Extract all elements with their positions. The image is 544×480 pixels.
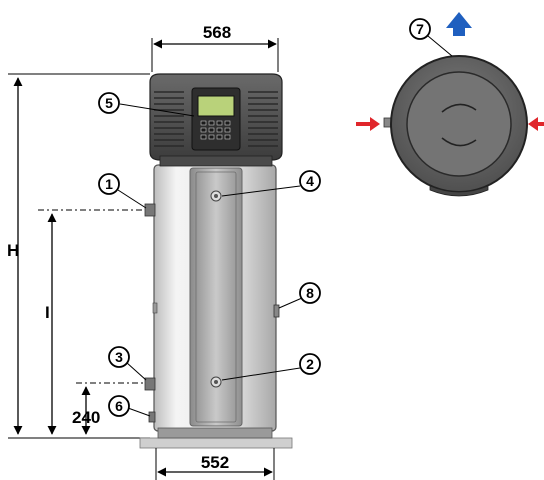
left-air-vent xyxy=(154,91,184,147)
inlet-height-label: I xyxy=(45,303,50,322)
bottom-offset-dimension: 240 xyxy=(72,382,146,435)
callout-2-label: 2 xyxy=(306,356,314,372)
callout-1: 1 xyxy=(98,173,147,209)
top-view xyxy=(383,55,528,197)
right-air-vent xyxy=(248,91,278,147)
callout-6: 6 xyxy=(108,395,151,417)
air-inlet-arrow-left xyxy=(356,117,380,131)
top-width-dimension: 568 xyxy=(151,23,279,72)
callout-4-label: 4 xyxy=(306,173,314,189)
lcd-display xyxy=(197,95,235,117)
callout-1-label: 1 xyxy=(105,176,113,192)
air-inlet-arrow-right xyxy=(528,117,544,131)
base-width-dimension: 552 xyxy=(155,448,275,480)
callout-8: 8 xyxy=(278,282,321,309)
top-view-inner-ring xyxy=(406,71,512,177)
hot-water-outlet xyxy=(144,203,156,217)
condensate-outlet xyxy=(273,304,280,318)
callout-3-label: 3 xyxy=(115,349,123,365)
air-outlet-arrow xyxy=(446,12,472,36)
callout-6-label: 6 xyxy=(115,398,123,414)
water-tank xyxy=(144,164,280,439)
control-panel xyxy=(191,87,241,151)
callout-3: 3 xyxy=(108,346,147,381)
floor-plate xyxy=(139,437,293,449)
callout-7-label: 7 xyxy=(416,21,424,37)
callout-7: 7 xyxy=(409,18,453,57)
height-label: H xyxy=(7,241,19,260)
bottom-offset-label: 240 xyxy=(72,408,100,427)
inlet-height-dimension: I xyxy=(38,209,146,435)
height-dimension: H xyxy=(7,73,150,439)
callout-4: 4 xyxy=(221,170,321,197)
cold-water-inlet xyxy=(144,377,156,391)
callout-5-label: 5 xyxy=(105,95,113,111)
callout-8-label: 8 xyxy=(306,285,314,301)
heat-pump-head xyxy=(149,73,283,167)
callout-2: 2 xyxy=(221,353,321,381)
callout-5: 5 xyxy=(98,92,195,117)
drain-connection xyxy=(148,411,156,423)
upper-sensor-port xyxy=(210,190,222,202)
keypad xyxy=(200,120,231,140)
top-width-label: 568 xyxy=(203,23,231,42)
lower-sensor-port xyxy=(210,376,222,388)
base-width-label: 552 xyxy=(201,453,229,472)
